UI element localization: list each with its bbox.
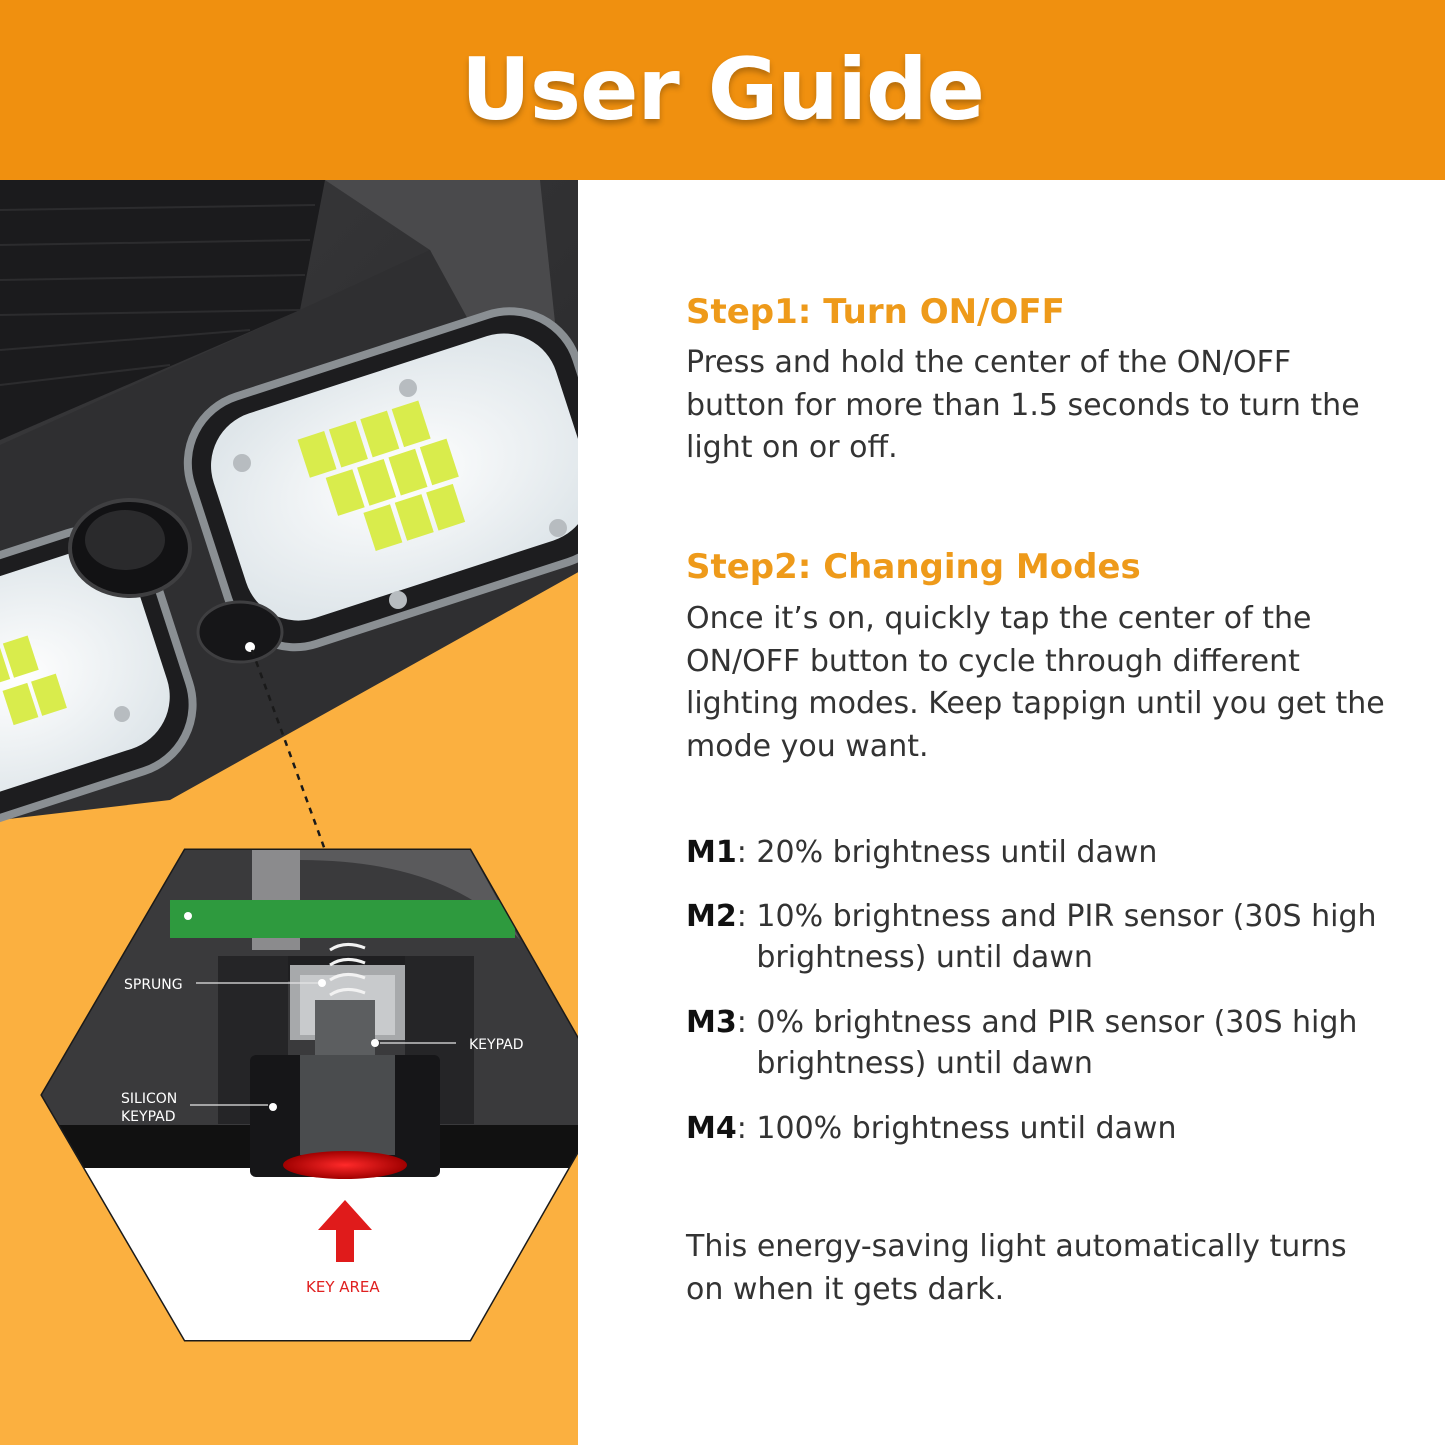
mode-desc: 100% brightness until dawn [756,1111,1177,1146]
led-module-right [183,307,578,652]
step2-text: Once it’s on, quickly tap the center of … [686,601,1385,764]
mode-item-m3: M3: 0% brightness and PIR sensor (30S hi… [686,1002,1386,1084]
mode-code: M4 [686,1111,737,1146]
mode-item-m4: M4: 100% brightness until dawn [686,1108,1386,1149]
label-key-area: KEY AREA [306,1278,380,1296]
step1-text: Press and hold the center of the ON/OFF … [686,345,1360,465]
product-illustration-panel: SPRUNG KEYPAD SILICON KEYPAD KEY AREA [0,180,578,1445]
step2-title: Step2: Changing Modes [686,547,1141,587]
label-silicon: SILICON [121,1091,177,1107]
mode-item-m2: M2: 10% brightness and PIR sensor (30S h… [686,896,1386,978]
product-illustration: SPRUNG KEYPAD SILICON KEYPAD KEY AREA [0,180,578,1342]
mode-desc: 10% brightness and PIR sensor (30S high … [756,899,1377,975]
mode-item-m1: M1: 20% brightness until dawn [686,832,1386,873]
mode-desc: 0% brightness and PIR sensor (30S high b… [756,1005,1358,1081]
page-title: User Guide [461,40,985,140]
mode-code: M2 [686,899,737,934]
label-keypad: KEYPAD [469,1037,523,1053]
led-module-left [0,525,197,835]
mode-code: M1 [686,835,737,870]
label-silicon-keypad: KEYPAD [121,1109,175,1125]
key-area-arrow-icon [318,1200,372,1262]
footer-note: This energy-saving light automatically t… [686,1229,1347,1307]
label-sprung: SPRUNG [124,977,183,993]
pir-sensor [68,498,192,598]
header-banner: User Guide [0,0,1445,180]
mode-code: M3 [686,1005,737,1040]
on-off-button [196,600,284,664]
mode-desc: 20% brightness until dawn [756,835,1158,870]
button-cross-section: SPRUNG KEYPAD SILICON KEYPAD KEY AREA [40,848,578,1342]
step1-title: Step1: Turn ON/OFF [686,292,1065,332]
